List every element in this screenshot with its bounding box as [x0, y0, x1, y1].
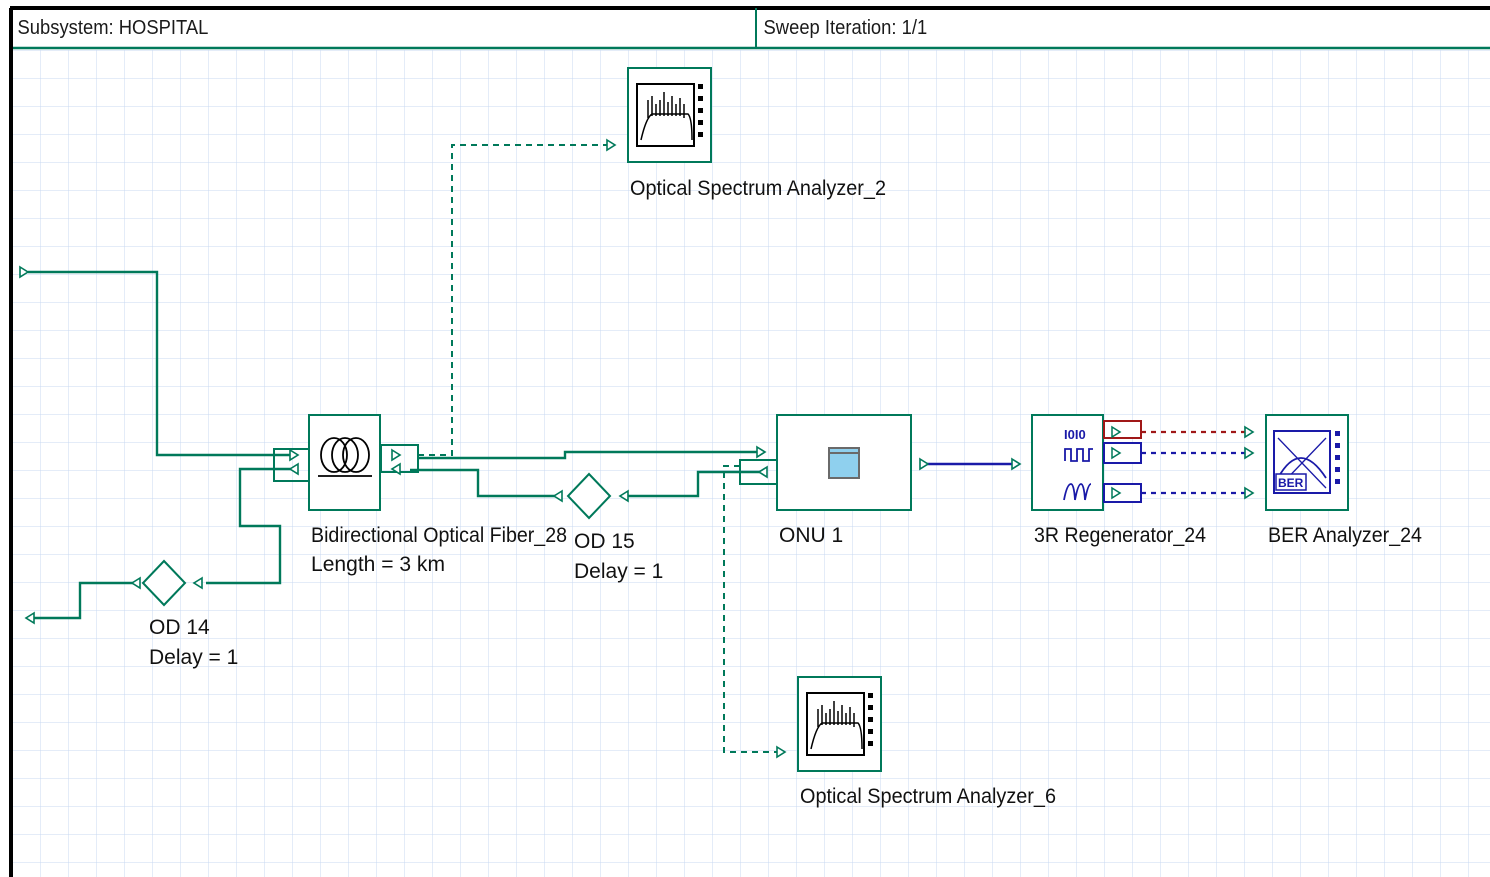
- port-fiber-in-2: [288, 462, 299, 476]
- spectrum-analyzer-icon: [636, 83, 703, 147]
- onu-icon: [828, 447, 860, 479]
- port-onu-out: [919, 457, 930, 471]
- link-fiber-to-onu[interactable]: [418, 450, 760, 460]
- ber-component[interactable]: BER: [1265, 414, 1349, 511]
- osa2-component[interactable]: [627, 67, 712, 163]
- port-regen-in: [1011, 457, 1022, 471]
- port-od14-in: [192, 576, 203, 590]
- regen-port-electrical: [1103, 483, 1142, 503]
- onu-component[interactable]: [776, 414, 912, 511]
- regen-port-signal: [1103, 442, 1142, 464]
- osa2-label: Optical Spectrum Analyzer_2: [630, 177, 886, 200]
- fiber-coil-icon: [318, 437, 372, 477]
- sweep-iteration: Sweep Iteration: 1/1: [763, 17, 928, 39]
- od14-delay: Delay = 1: [149, 646, 238, 669]
- svg-text:I0I0: I0I0: [1064, 427, 1086, 442]
- onu-label: ONU 1: [779, 524, 843, 547]
- port-ber-in-3: [1244, 486, 1255, 500]
- link-fiber-to-osa2[interactable]: [418, 144, 612, 456]
- optical-delay-icon: [566, 472, 612, 520]
- port-osa2-in: [606, 138, 617, 152]
- fiber-label: Bidirectional Optical Fiber_28: [311, 524, 567, 547]
- od14-label: OD 14: [149, 616, 210, 639]
- od14-component[interactable]: [141, 559, 187, 607]
- regenerator-icon: I0I0: [1063, 427, 1093, 501]
- link-onu-to-osa6[interactable]: [723, 465, 782, 753]
- od15-label: OD 15: [574, 530, 635, 553]
- regen-component[interactable]: I0I0: [1031, 414, 1142, 511]
- header-bar: [10, 6, 1490, 50]
- port-od15-out: [552, 489, 563, 503]
- link-od14-to-fiber[interactable]: [206, 467, 296, 585]
- osa6-component[interactable]: [797, 676, 882, 772]
- port-fiber-in-1: [289, 448, 300, 462]
- regen-label: 3R Regenerator_24: [1034, 524, 1206, 547]
- optical-delay-icon: [141, 559, 187, 607]
- port-fiber-out-1: [391, 448, 402, 462]
- grid-background: [12, 50, 1490, 877]
- port-onu-in-2: [757, 465, 768, 479]
- link-onu-to-od15[interactable]: [624, 470, 760, 498]
- fiber-component[interactable]: [308, 414, 381, 511]
- port-input-arrow: [19, 265, 30, 279]
- ber-analyzer-icon: BER: [1273, 430, 1340, 494]
- port-osa6-in: [776, 745, 787, 759]
- spectrum-analyzer-icon: [806, 692, 873, 756]
- port-output-arrow: [24, 611, 35, 625]
- svg-text:BER: BER: [1278, 476, 1304, 490]
- od15-delay: Delay = 1: [574, 560, 663, 583]
- port-od15-in: [618, 489, 629, 503]
- regen-port-bits: [1103, 420, 1142, 439]
- link-fiber-from-od15[interactable]: [410, 468, 558, 498]
- port-od14-out: [130, 576, 141, 590]
- osa6-label: Optical Spectrum Analyzer_6: [800, 785, 1056, 808]
- port-ber-in-1: [1244, 425, 1255, 439]
- link-od14-output[interactable]: [28, 581, 136, 620]
- port-fiber-out-2: [390, 462, 401, 476]
- link-input-to-fiber[interactable]: [28, 270, 296, 457]
- subsystem-title: Subsystem: HOSPITAL: [17, 17, 209, 39]
- port-ber-in-2: [1244, 446, 1255, 460]
- fiber-length: Length = 3 km: [311, 553, 445, 576]
- ber-label: BER Analyzer_24: [1268, 524, 1422, 547]
- port-onu-in-1: [756, 445, 767, 459]
- fiber-left-port-frame: [273, 448, 308, 482]
- od15-component[interactable]: [566, 472, 612, 520]
